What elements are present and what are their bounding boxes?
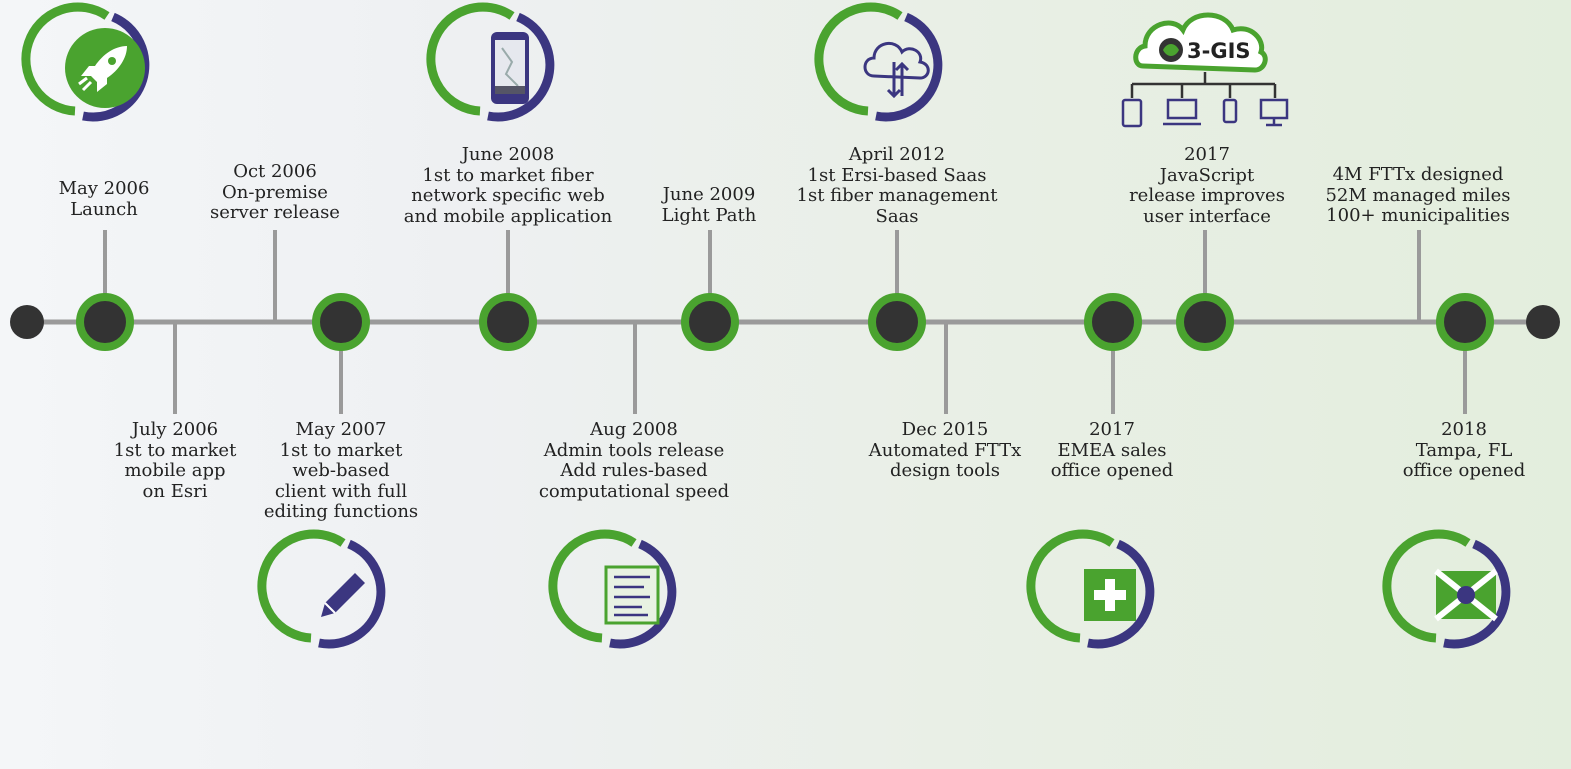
- label-2018: 2018 Tampa, FL office opened: [1402, 419, 1526, 481]
- label-april-2012: April 2012 1st Ersi-based Saas 1st fiber…: [796, 144, 998, 227]
- label-aug-2008: Aug 2008 Admin tools release Add rules-b…: [538, 419, 730, 502]
- label-2017-emea: 2017 EMEA sales office opened: [1050, 419, 1174, 481]
- node-june-2008: [479, 293, 537, 351]
- cloud-sync-icon: [814, 2, 943, 122]
- stems-below: [173, 322, 1467, 414]
- rocket-icon: [21, 2, 150, 122]
- node-may-2007: [312, 293, 370, 351]
- timeline-end-dot: [1526, 305, 1560, 339]
- document-icon: [548, 529, 677, 649]
- label-may-2007: May 2007 1st to market web-based client …: [263, 419, 419, 522]
- plus-icon: [1026, 529, 1155, 649]
- logo-text: 3-GIS: [1187, 39, 1251, 63]
- label-2017-js: 2017 JavaScript release improves user in…: [1129, 144, 1285, 227]
- node-2018: [1436, 293, 1494, 351]
- logo-tree: [1130, 72, 1277, 98]
- node-may-2006: [76, 293, 134, 351]
- node-april-2012: [868, 293, 926, 351]
- laptop-icon: [1166, 98, 1198, 120]
- monitor-icon: [1259, 98, 1289, 120]
- label-dec-2015: Dec 2015 Automated FTTx design tools: [868, 419, 1022, 481]
- label-june-2009: June 2009 Light Path: [661, 184, 757, 226]
- node-2017-js: [1176, 293, 1234, 351]
- label-stats: 4M FTTx designed 52M managed miles 100+ …: [1325, 164, 1511, 226]
- label-july-2006: July 2006 1st to market mobile app on Es…: [113, 419, 237, 502]
- device-icons: [1121, 98, 1289, 128]
- node-june-2009: [681, 293, 739, 351]
- pencil-icon: [257, 529, 386, 649]
- timeline-start-dot: [10, 305, 44, 339]
- label-may-2006: May 2006 Launch: [58, 178, 150, 220]
- 3gis-logo: 3-GIS: [1133, 12, 1268, 73]
- node-2017-emea: [1084, 293, 1142, 351]
- milestone-nodes: [76, 293, 1494, 351]
- phone-icon: [1222, 98, 1238, 124]
- mobile-phone-icon: [426, 2, 555, 122]
- label-june-2008: June 2008 1st to market fiber network sp…: [403, 144, 613, 227]
- envelope-icon: [1382, 529, 1511, 649]
- tablet-icon: [1121, 98, 1143, 128]
- label-oct-2006: Oct 2006 On-premise server release: [210, 161, 340, 223]
